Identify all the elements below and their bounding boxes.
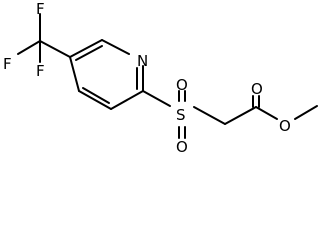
atom-s: S (176, 106, 186, 124)
bond-ring-c5-c6-inner (75, 45, 103, 61)
atom-o-carbonyl: O (251, 80, 263, 98)
molecule-drawing: F F F N S O O O O (3, 0, 318, 156)
atom-f-left: F (3, 55, 12, 73)
bond-ring-c3-c4-inner (82, 87, 110, 104)
atom-o-ester: O (279, 117, 291, 135)
bond-ring-c2-c3 (110, 90, 144, 110)
bond-ring-c3-c4 (78, 90, 112, 110)
bond-o-methyl (294, 105, 318, 120)
atom-o-sulfonyl-lower: O (176, 138, 188, 156)
atom-n-ring: N (137, 52, 148, 70)
bond-cf3-ring (39, 40, 71, 58)
bond-c2-s (142, 90, 171, 107)
bond-ring-c4-c5 (69, 56, 80, 92)
bond-ch2-c (224, 106, 257, 125)
structure-canvas: F F F N S O O O O (3, 0, 318, 156)
bond-c-f-left (17, 40, 41, 55)
bond-s-ch2 (193, 106, 226, 125)
bond-c-o-ester (255, 106, 278, 120)
atom-f-top: F (36, 0, 45, 18)
atom-f-bottom: F (36, 62, 45, 80)
bond-ring-c5-c6 (69, 39, 103, 58)
atom-o-sulfonyl-upper: O (176, 76, 188, 94)
bond-ring-c6-n (101, 39, 130, 55)
